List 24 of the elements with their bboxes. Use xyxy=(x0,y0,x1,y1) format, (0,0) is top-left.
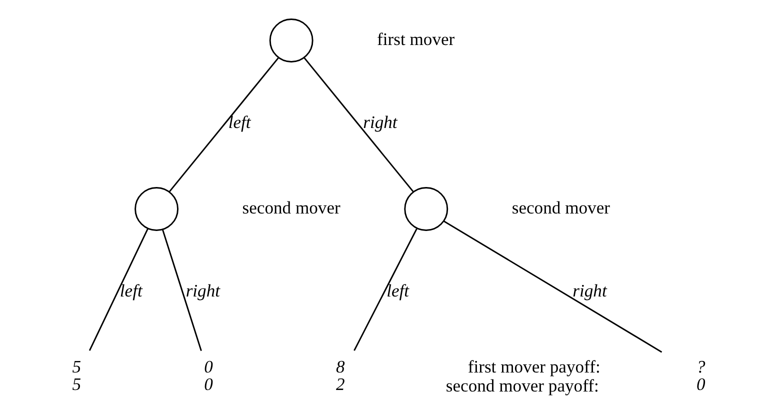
label: second mover payoff: xyxy=(446,376,599,396)
connector xyxy=(354,228,418,351)
node-text: 5 5 xyxy=(72,356,82,394)
node-text: 8 2 xyxy=(336,356,345,394)
label: first mover payoff: xyxy=(468,356,600,377)
edge-label: left xyxy=(386,280,410,300)
connector xyxy=(304,57,414,192)
connector xyxy=(168,57,279,192)
connector xyxy=(162,229,202,352)
node-circle xyxy=(269,18,314,62)
node-label: second mover xyxy=(242,198,340,218)
node-circle xyxy=(134,187,179,231)
edge-label: right xyxy=(572,280,607,300)
node-label: second mover xyxy=(512,198,610,218)
edge-label: left xyxy=(120,280,142,300)
edge-label: right xyxy=(186,280,220,300)
connector xyxy=(88,228,148,351)
edge-label: right xyxy=(363,112,398,132)
edge-label: left xyxy=(228,112,251,132)
node-circle xyxy=(404,187,448,231)
node-label: first mover xyxy=(377,29,455,50)
node-text: 0 0 xyxy=(204,356,213,394)
node-text: ? 0 xyxy=(696,356,706,394)
connector xyxy=(443,220,662,353)
